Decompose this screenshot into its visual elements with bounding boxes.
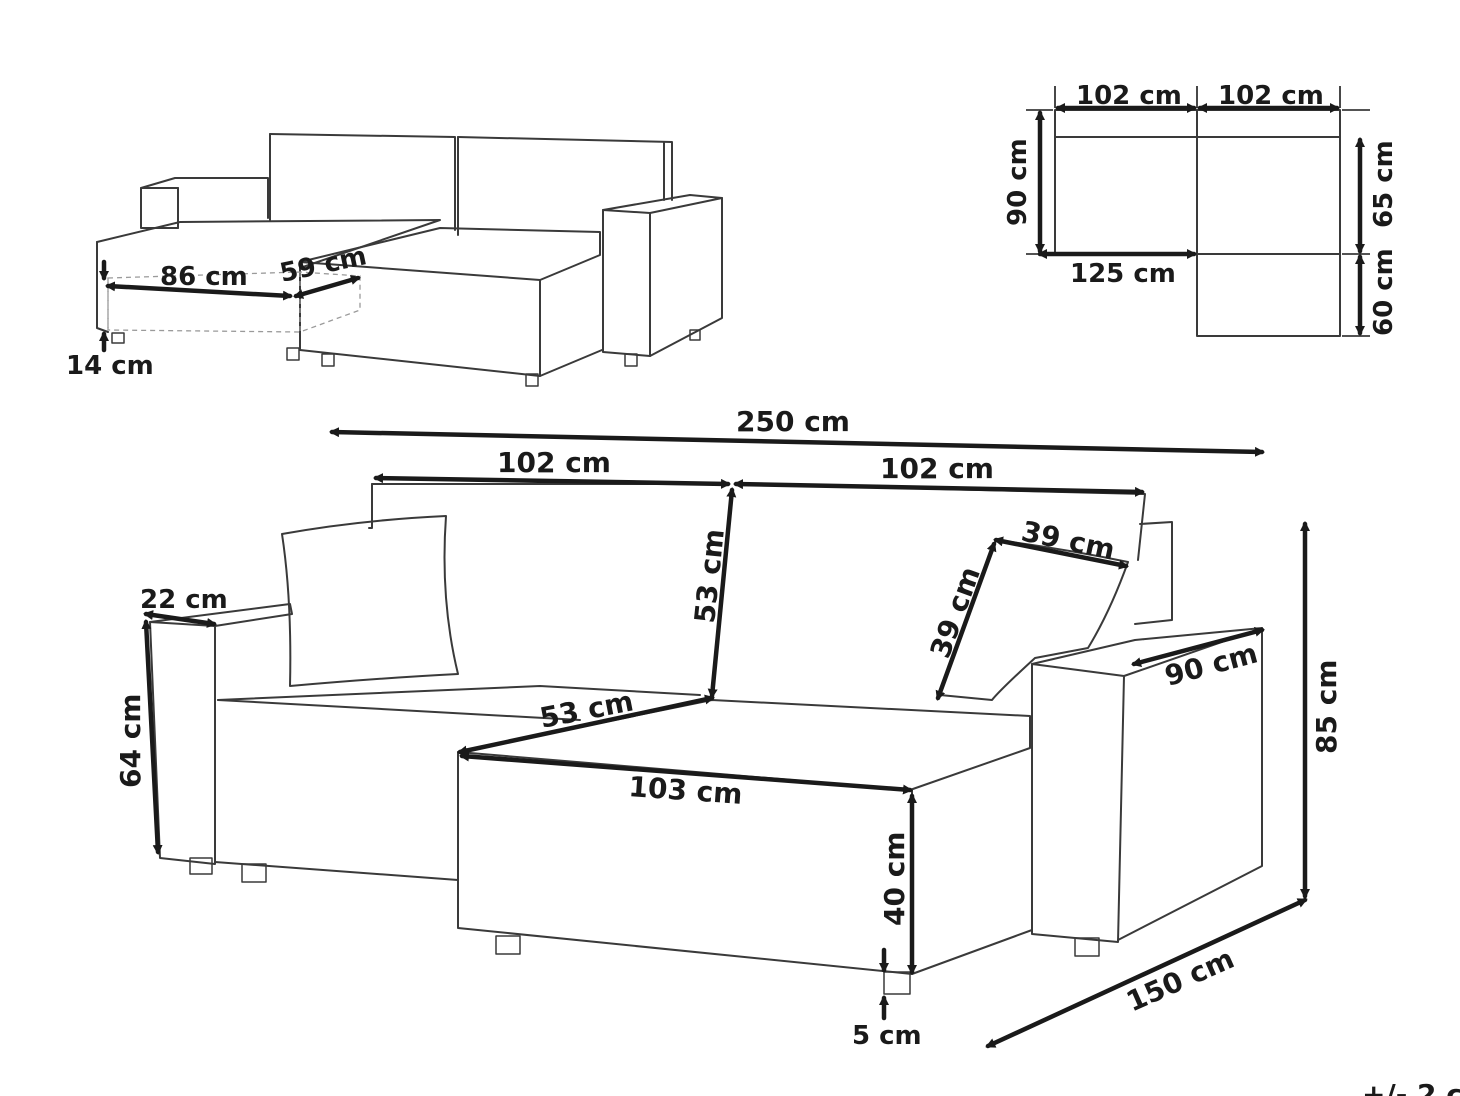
top-width-right-label: 102 cm: [1218, 81, 1324, 111]
back-right-width-arrow: [733, 479, 1145, 497]
pillow-width-arrow: [993, 536, 1129, 570]
top-depth-right-lower-label: 60 cm: [1369, 248, 1399, 336]
total-width-arrow: [329, 427, 1265, 457]
armrest-width-arrow: [143, 610, 217, 628]
back-left-width-arrow: [373, 473, 731, 489]
armrest-depth-arrow: [1131, 626, 1265, 668]
total-height-label: 85 cm: [1310, 660, 1343, 755]
total-width-label: 250 cm: [736, 405, 850, 438]
backrest-height-arrow: [707, 487, 737, 699]
left-height-label: 64 cm: [114, 694, 147, 789]
top-chaise-label: 125 cm: [1070, 259, 1176, 289]
total-depth-arrow: [985, 897, 1308, 1049]
top-depth-right-upper-label: 65 cm: [1369, 140, 1399, 228]
main-sofa-perspective: 250 cm 102 cm 102 cm 53 cm 39 cm 39 cm 2…: [114, 405, 1343, 1051]
seat-depth-arrow: [457, 694, 715, 756]
small-sofa-perspective: 86 cm 59 cm 14 cm: [66, 133, 723, 387]
seat-depth-label: 53 cm: [537, 684, 636, 734]
seat-height-label: 40 cm: [878, 832, 911, 927]
pillow-height-label: 39 cm: [924, 562, 987, 662]
leg-height-label: 5 cm: [852, 1021, 922, 1051]
top-view-plan: 102 cm 102 cm 90 cm 125 cm 65 cm 60 cm: [1003, 81, 1399, 337]
leg-clearance-label: 14 cm: [66, 351, 154, 381]
backrest-height-label: 53 cm: [688, 527, 731, 624]
depth-b-arrow: [293, 275, 361, 299]
back-right-width-label: 102 cm: [880, 452, 994, 485]
top-width-left-label: 102 cm: [1076, 81, 1182, 111]
pillow-width-label: 39 cm: [1019, 515, 1118, 567]
back-left-width-label: 102 cm: [497, 446, 611, 479]
depth-a-arrow: [105, 281, 293, 301]
total-depth-label: 150 cm: [1121, 942, 1239, 1019]
chaise-width-label: 103 cm: [628, 770, 744, 811]
pillow-height-arrow: [935, 541, 997, 701]
depth-b-label: 59 cm: [277, 241, 369, 289]
chaise-width-arrow: [459, 751, 913, 795]
top-depth-left-label: 90 cm: [1003, 138, 1033, 226]
depth-a-label: 86 cm: [160, 262, 248, 292]
armrest-width-label: 22 cm: [140, 585, 228, 615]
tolerance-note: +/- 2 cm: [1362, 1078, 1460, 1096]
left-height-arrow: [141, 619, 163, 855]
